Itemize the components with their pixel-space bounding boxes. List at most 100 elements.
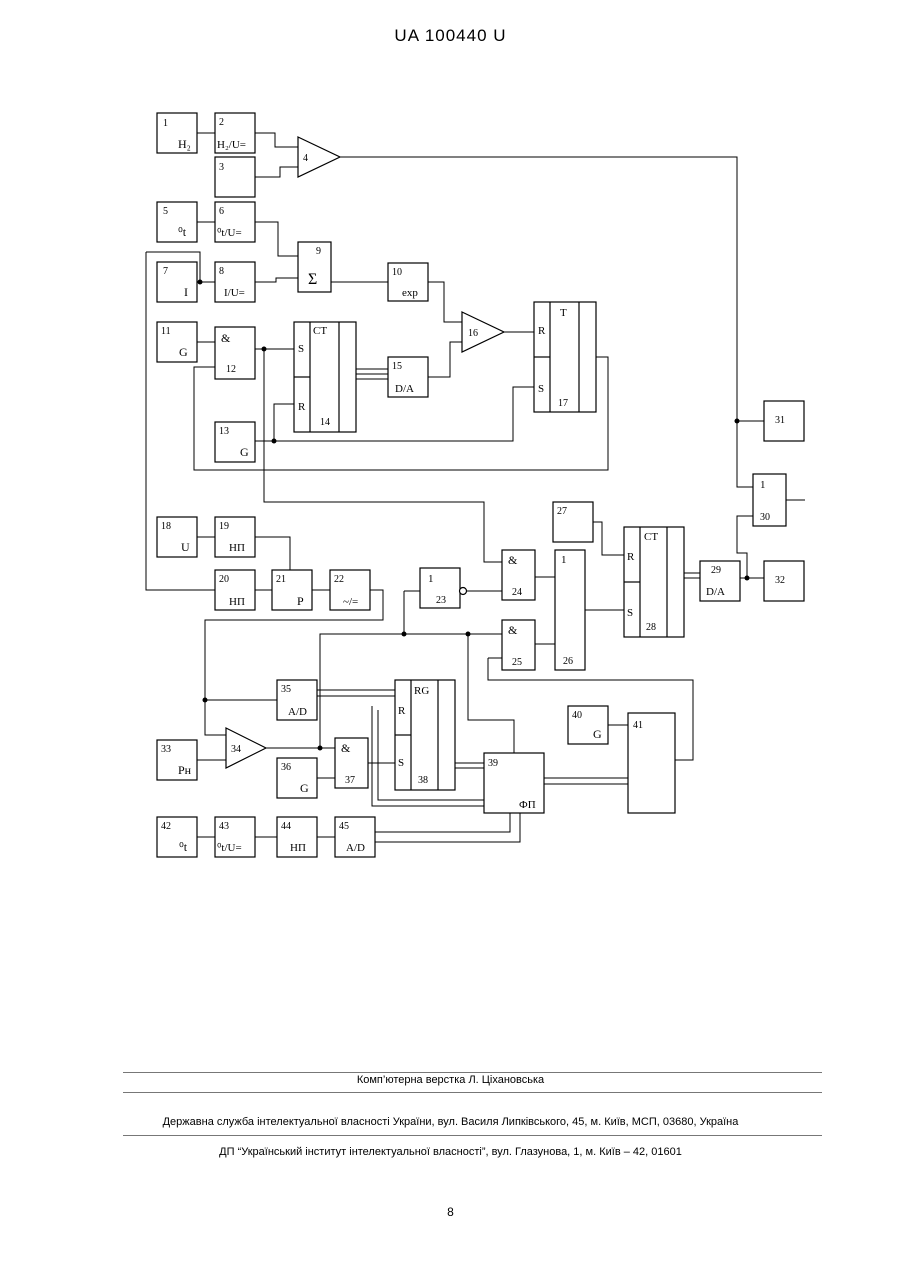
block-label: 3 [219,162,224,173]
block-39-fp: 39 ФП [484,753,544,813]
block-37-and: & 37 [335,738,368,788]
block-label: 4 [303,153,308,164]
block-label: R [298,401,306,413]
block-label: S [298,343,304,355]
block-label: 22 [334,574,344,585]
block-5: 5 ⁰t [157,202,197,242]
block-label: 13 [219,426,229,437]
block-label: ⁰t [179,840,188,854]
block-label: 43 [219,821,229,832]
block-9-sum: 9 Σ [298,242,331,292]
block-label: G [179,345,188,359]
block-label: 1 [561,554,567,566]
block-40: 40 G [568,706,608,744]
block-label: 25 [512,657,522,668]
footer-agency: Державна служба інтелектуальної власност… [0,1116,901,1128]
block-label: A/D [346,842,365,854]
block-label: 1 [163,118,168,129]
footer-rule-bottom [123,1135,822,1136]
block-label: ~/= [343,596,358,608]
block-label: G [300,781,309,795]
block-32: 32 [764,561,804,601]
block-4-amplifier: 4 [298,137,340,177]
block-label: 11 [161,326,171,337]
block-45-ad: 45 A/D [335,817,375,857]
block-label: 34 [231,744,241,755]
block-16-amplifier: 16 [462,312,504,352]
block-label: H₂ [178,137,191,151]
block-label: 6 [219,206,224,217]
block-label: 26 [563,656,573,667]
block-label: 23 [436,595,446,606]
block-14-counter: CT S R 14 [294,322,356,432]
block-13: 13 G [215,422,255,462]
block-label: exp [402,287,418,299]
block-label: 1 [428,573,434,585]
block-label: R [627,551,635,563]
block-label: & [508,553,518,567]
block-26-or: 1 26 [555,550,585,670]
block-24-and: & 24 [502,550,535,600]
block-35-ad: 35 A/D [277,680,317,720]
block-label: I/U= [224,287,245,299]
block-label: ⁰t/U= [217,842,242,854]
block-2: 2 H₂/U= [215,113,255,153]
block-label: & [508,623,518,637]
block-label: 17 [558,398,568,409]
block-label: S [398,757,404,769]
block-label: P [297,594,304,608]
block-27: 27 [553,502,593,542]
block-label: 10 [392,267,402,278]
block-label: 18 [161,521,171,532]
block-label: ФП [519,799,536,811]
block-12-and: & 12 [215,327,255,379]
block-19: 19 НП [215,517,255,557]
block-diagram: 1 H₂ 2 H₂/U= 3 4 5 ⁰t 6 ⁰t/U= 9 Σ 7 I 8 … [0,0,901,1000]
block-label: 2 [219,117,224,128]
block-label: 36 [281,762,291,773]
block-15-da: 15 D/A [388,357,428,397]
block-label: НП [229,542,245,554]
block-label: 41 [633,720,643,731]
block-label: 31 [775,415,785,426]
footer-rule-middle [123,1092,822,1093]
block-43: 43 ⁰t/U= [215,817,255,857]
block-label: ⁰t [178,225,187,239]
block-label: RG [414,685,429,697]
block-11: 11 G [157,322,197,362]
block-label: D/A [395,383,414,395]
block-label: U [181,540,190,554]
block-6: 6 ⁰t/U= [215,202,255,242]
block-label: 29 [711,565,721,576]
block-44: 44 НП [277,817,317,857]
block-label: 7 [163,266,168,277]
block-label: 37 [345,775,355,786]
page-number: 8 [0,1205,901,1219]
block-label: НП [229,596,245,608]
block-label: 8 [219,266,224,277]
block-label: CT [313,325,327,337]
block-25-and: & 25 [502,620,535,670]
block-label: 5 [163,206,168,217]
block-label: Pн [178,763,192,777]
block-label: R [398,705,406,717]
block-34-amplifier: 34 [226,728,266,768]
block-38-register: RG R S 38 [395,680,455,790]
block-label: 24 [512,587,522,598]
block-label: & [341,741,351,755]
block-10-exp: 10 exp [388,263,428,301]
block-label: 33 [161,744,171,755]
block-41: 41 [628,713,675,813]
block-20: 20 НП [215,570,255,610]
block-label: 38 [418,775,428,786]
block-label: & [221,331,231,345]
block-label: H₂/U= [217,139,246,151]
block-42: 42 ⁰t [157,817,197,857]
block-label: 20 [219,574,229,585]
block-label: G [593,727,602,741]
block-label: R [538,325,546,337]
block-label: 9 [316,246,321,257]
block-36: 36 G [277,758,317,798]
wires [146,133,805,842]
block-label: 42 [161,821,171,832]
